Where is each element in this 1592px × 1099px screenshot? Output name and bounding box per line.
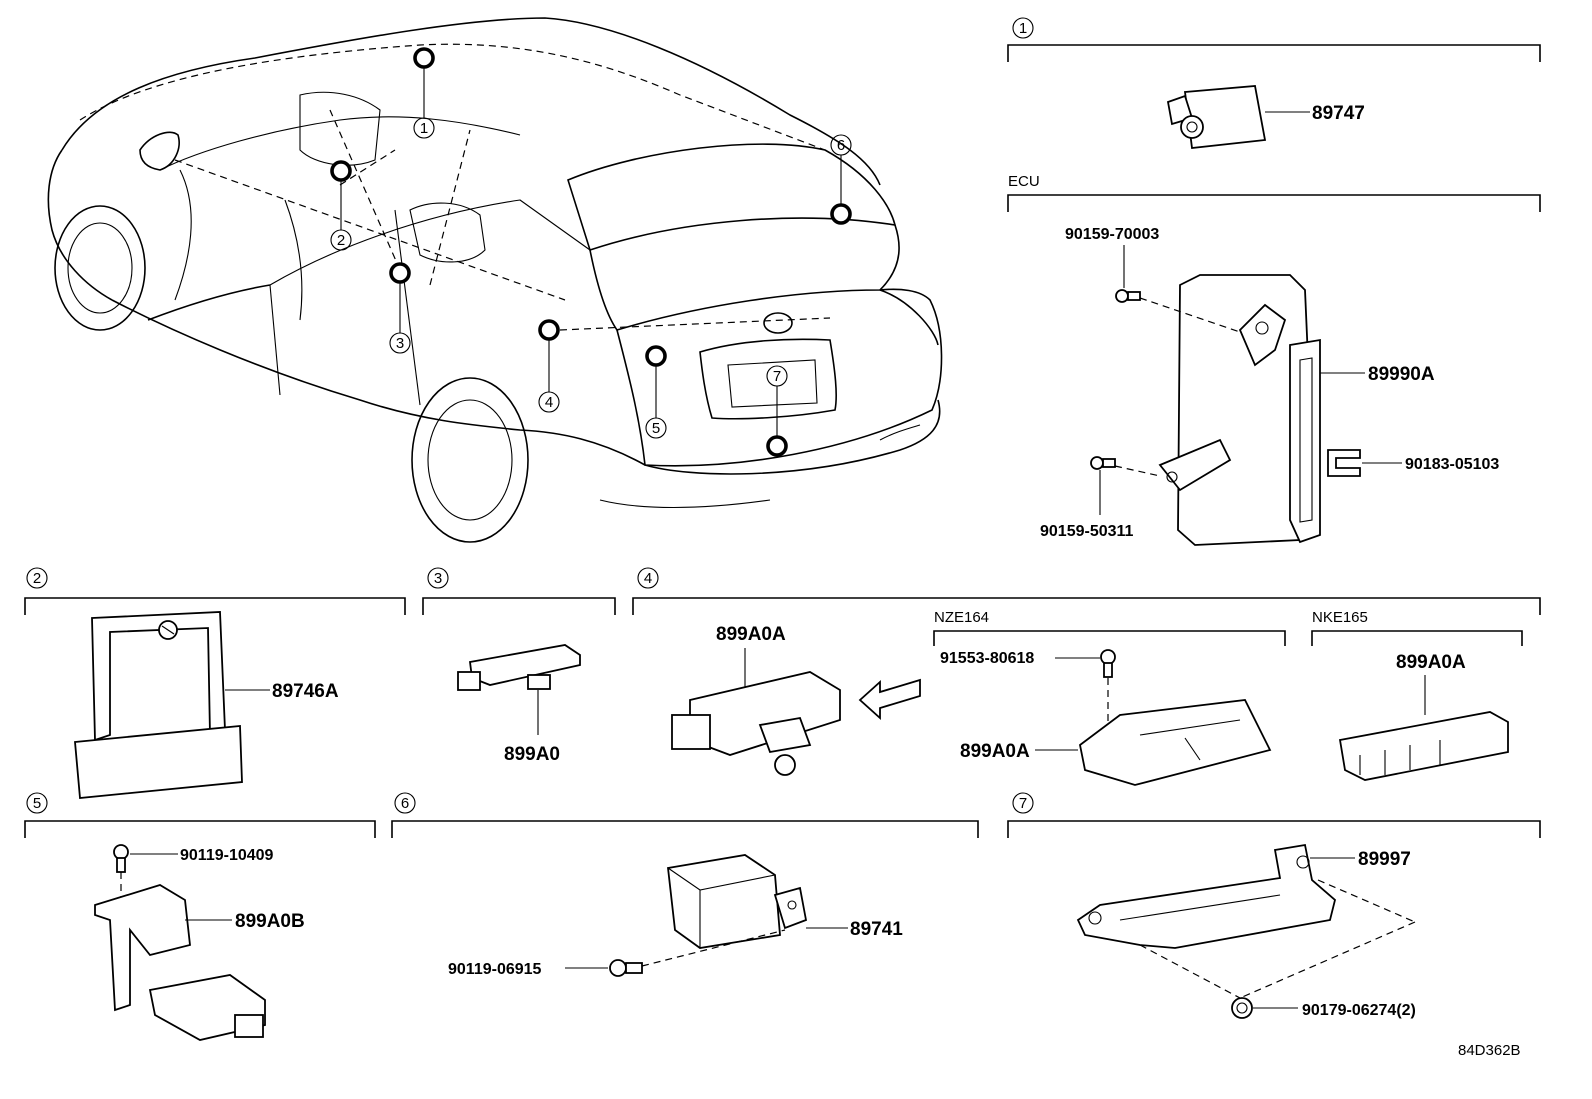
section-4-badge xyxy=(637,567,659,589)
nut-90179-06274 xyxy=(1231,997,1253,1019)
section-1-badge xyxy=(1012,17,1034,39)
section-6-badge xyxy=(394,792,416,814)
bolt-91553-80618 xyxy=(1100,649,1116,678)
part-label-899A0A-nze164: 899A0A xyxy=(960,741,1030,762)
section-7-number: 7 xyxy=(1019,795,1027,812)
part-label-90183-05103: 90183-05103 xyxy=(1405,456,1499,473)
locator-marker-2 xyxy=(330,160,352,182)
section-5-badge xyxy=(26,792,48,814)
section-ecu: ECU 90159-70003 90159-50311 xyxy=(1007,173,1541,546)
callout-circle-5 xyxy=(645,417,667,439)
part-label-90119-10409: 90119-10409 xyxy=(180,847,274,864)
part-label-89990A: 89990A xyxy=(1368,364,1435,385)
part-89746A-bracket xyxy=(74,611,243,799)
part-89747-sensor xyxy=(1166,85,1267,149)
part-89990A-ecu xyxy=(1158,274,1321,546)
locator-marker-1 xyxy=(413,47,435,69)
section-4: 4 899A0A NZE164 91553-80618 899A0A xyxy=(632,567,1541,786)
part-label-90119-06915: 90119-06915 xyxy=(448,961,542,978)
section-2: 2 89746A xyxy=(24,567,406,799)
callout-label-7: 7 xyxy=(773,368,781,385)
part-label-89747: 89747 xyxy=(1312,103,1365,124)
part-899A0A-nke165-antenna xyxy=(1338,711,1509,781)
part-label-91553-80618: 91553-80618 xyxy=(940,650,1034,667)
callout-label-4: 4 xyxy=(545,394,553,411)
part-899A0-antenna xyxy=(457,644,581,691)
section-3-number: 3 xyxy=(434,570,442,587)
part-89741-unit xyxy=(667,854,808,949)
part-label-899A0A-nke165: 899A0A xyxy=(1396,652,1466,673)
arrow-icon xyxy=(858,678,921,721)
callout-circle-1 xyxy=(413,117,435,139)
vehicle-illustration xyxy=(47,17,943,543)
bolt-90119-10409 xyxy=(113,844,129,873)
callout-label-3: 3 xyxy=(396,335,404,352)
section-1: 1 89747 xyxy=(1007,17,1541,149)
bolt-90119-06915 xyxy=(609,959,643,977)
section-2-number: 2 xyxy=(33,570,41,587)
section-7: 7 89997 90179-06274(2) xyxy=(1007,792,1541,1019)
nke165-title: NKE165 xyxy=(1312,609,1368,626)
locator-marker-4 xyxy=(538,319,560,341)
callout-label-6: 6 xyxy=(837,137,845,154)
section-6-number: 6 xyxy=(401,795,409,812)
locator-marker-3 xyxy=(389,262,411,284)
part-label-89746A: 89746A xyxy=(272,681,339,702)
part-label-90179-06274: 90179-06274(2) xyxy=(1302,1002,1416,1019)
section-5-number: 5 xyxy=(33,795,41,812)
clip-90183-05103 xyxy=(1327,449,1361,477)
part-899A0A-antenna xyxy=(671,671,841,776)
section-2-badge xyxy=(26,567,48,589)
nze164-title: NZE164 xyxy=(934,609,989,626)
callout-circle-2 xyxy=(330,229,352,251)
figure-code: 84D362B xyxy=(1458,1042,1521,1059)
callout-label-1: 1 xyxy=(420,120,428,137)
part-label-89997: 89997 xyxy=(1358,849,1411,870)
part-899A0A-nze164-antenna xyxy=(1079,699,1272,786)
part-label-899A0: 899A0 xyxy=(504,744,560,765)
locator-marker-7 xyxy=(766,435,788,457)
callout-label-5: 5 xyxy=(652,420,660,437)
section-7-badge xyxy=(1012,792,1034,814)
part-label-90159-70003: 90159-70003 xyxy=(1065,226,1159,243)
section-4-number: 4 xyxy=(644,570,652,587)
part-89997-antenna xyxy=(1076,843,1337,949)
section-3-badge xyxy=(427,567,449,589)
part-label-90159-50311: 90159-50311 xyxy=(1040,523,1134,540)
callout-label-2: 2 xyxy=(337,232,345,249)
ecu-title: ECU xyxy=(1008,173,1040,190)
part-label-899A0B: 899A0B xyxy=(235,911,305,932)
locator-markers: 1 2 3 4 5 6 7 xyxy=(330,47,852,457)
bolt-90159-70003 xyxy=(1115,289,1141,303)
bolt-90159-50311 xyxy=(1090,456,1116,470)
section-5: 5 90119-10409 899A0B xyxy=(24,792,376,1041)
part-899A0B-antenna xyxy=(94,884,266,1041)
part-label-899A0A-main: 899A0A xyxy=(716,624,786,645)
locator-marker-5 xyxy=(645,345,667,367)
locator-marker-6 xyxy=(830,203,852,225)
section-6: 6 89741 90119-06915 xyxy=(391,792,979,978)
callout-circle-4 xyxy=(538,391,560,413)
section-1-number: 1 xyxy=(1019,20,1027,37)
part-label-89741: 89741 xyxy=(850,919,903,940)
section-3: 3 899A0 xyxy=(422,567,616,765)
callout-circle-3 xyxy=(389,332,411,354)
